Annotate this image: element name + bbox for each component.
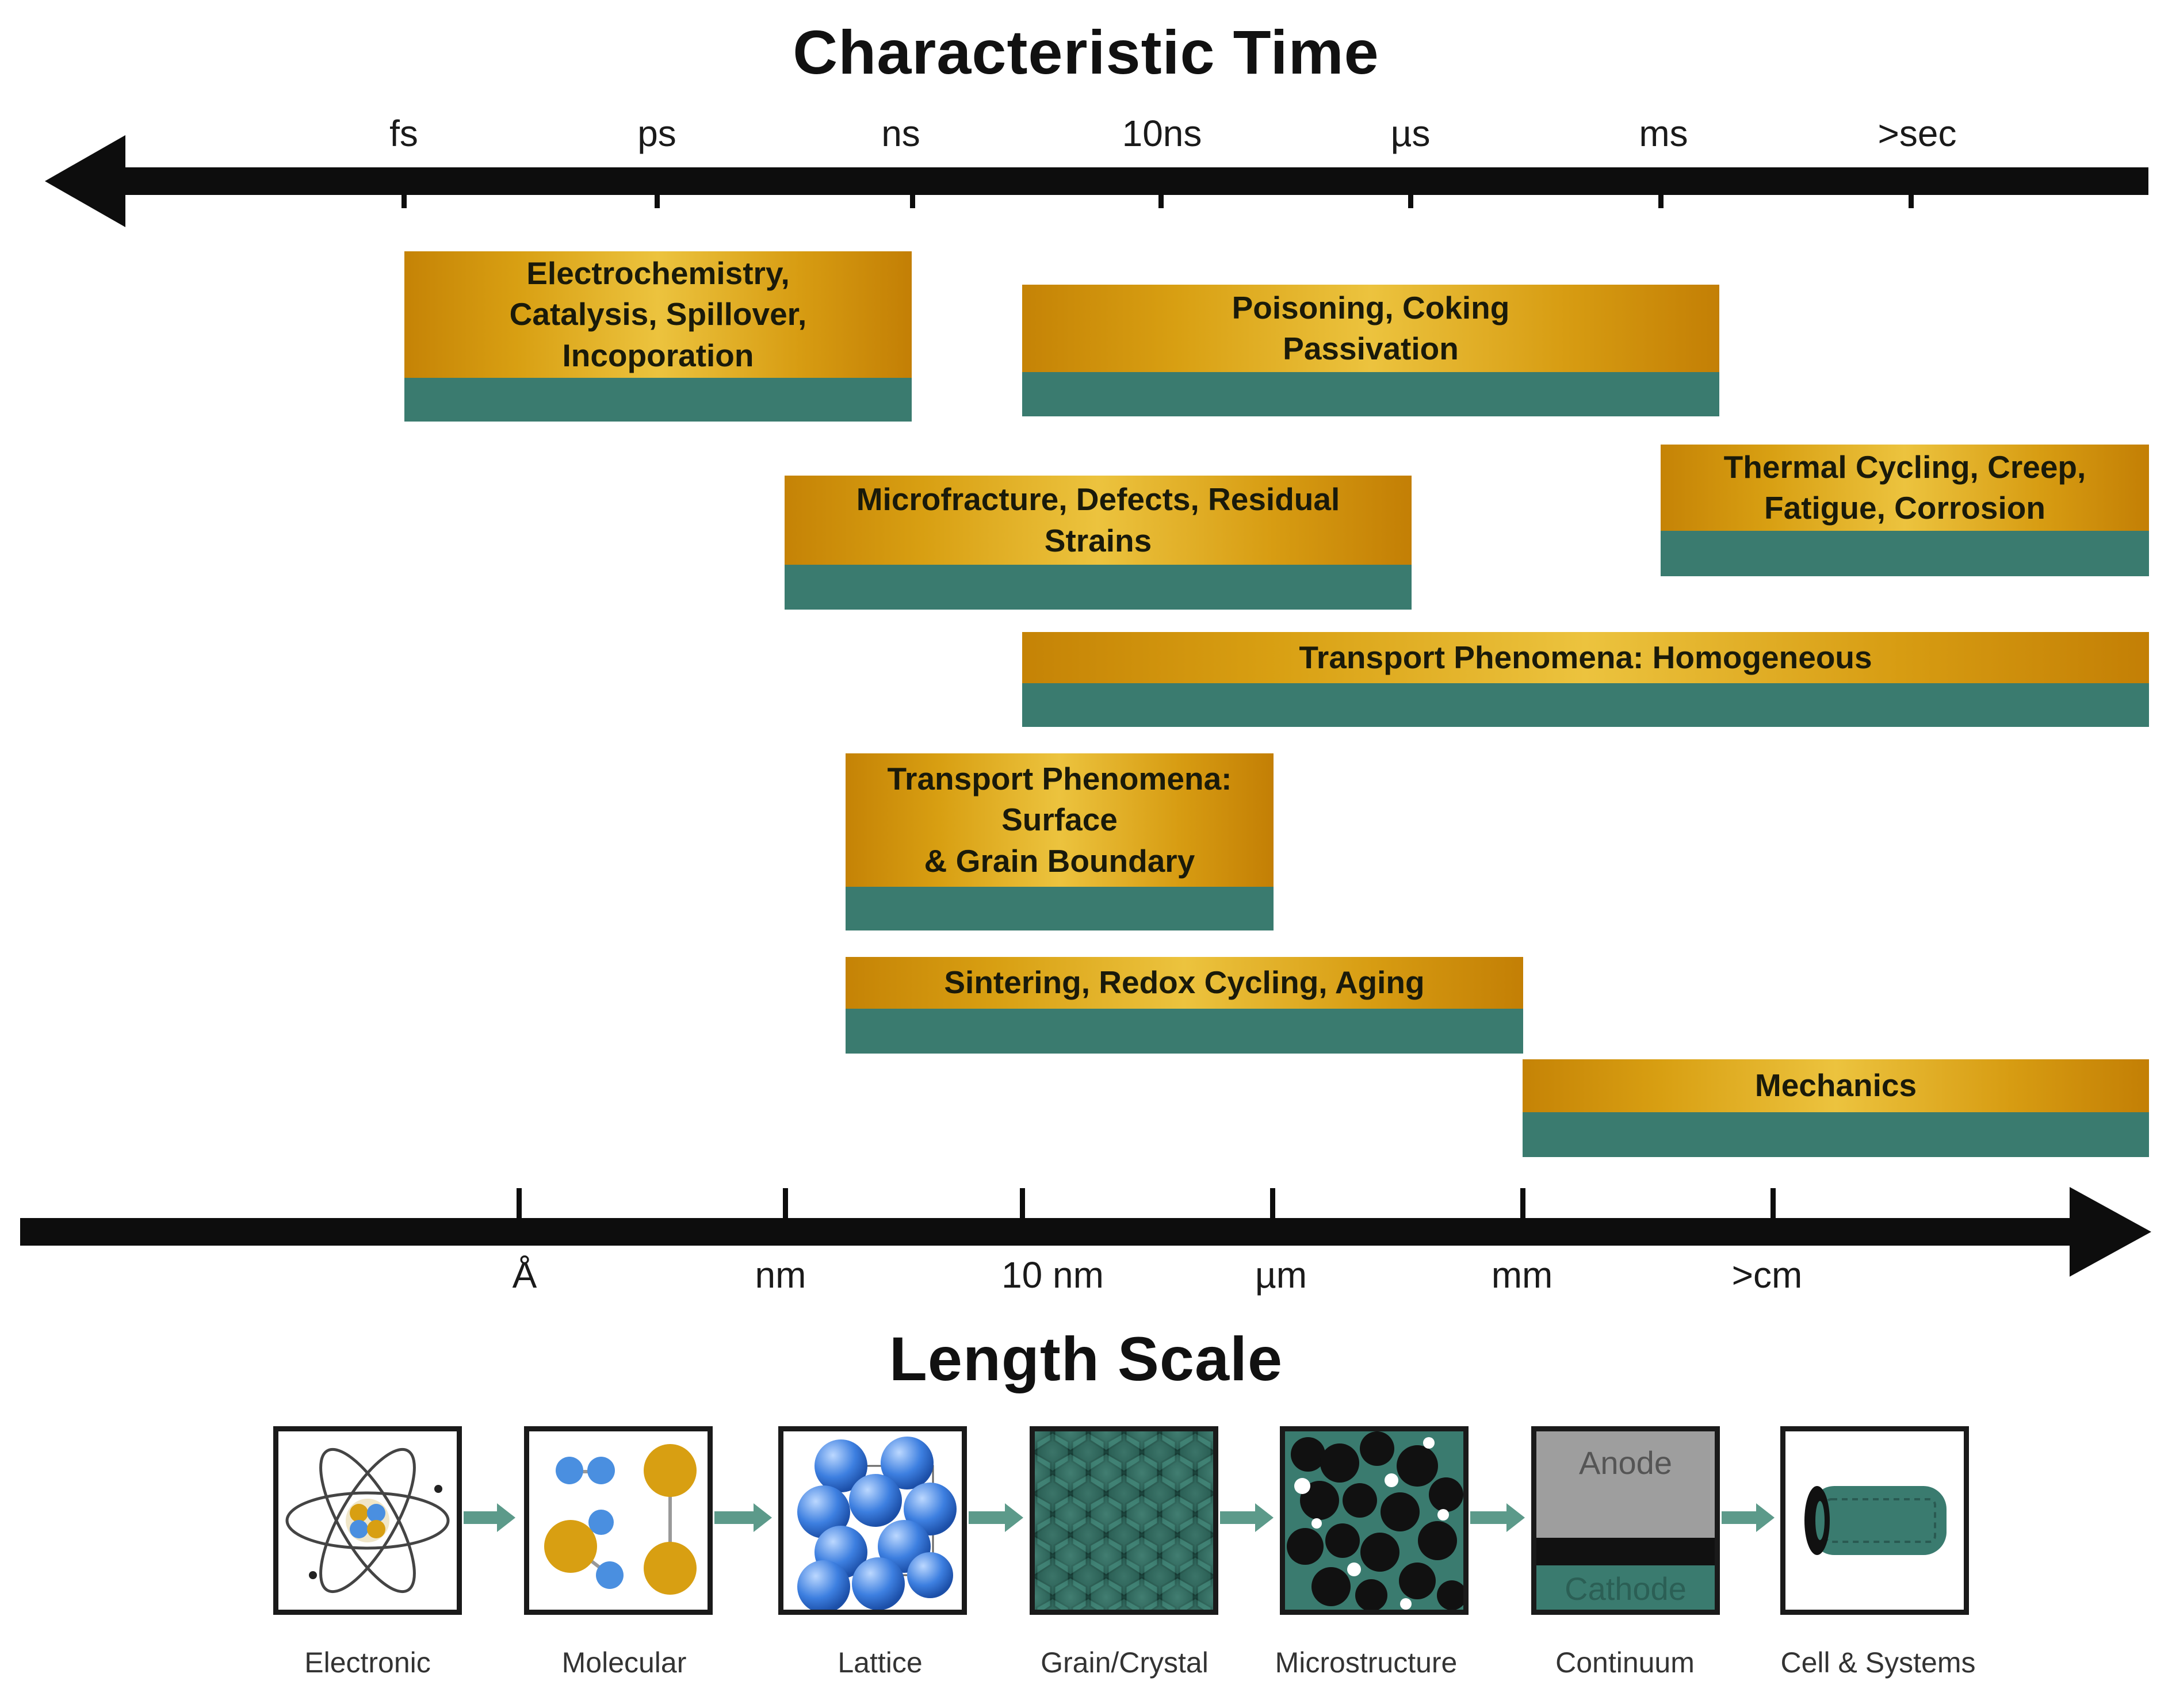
length-tick-label: nm — [755, 1254, 806, 1296]
phenomenon-bar-base — [1022, 372, 1719, 416]
time-axis-title: Characteristic Time — [793, 17, 1379, 87]
arrow-connector — [969, 1511, 1006, 1524]
scale-label-grain-crystal: Grain/Crystal — [1041, 1646, 1209, 1679]
phenomenon-bar-thermal-cycling: Thermal Cycling, Creep, Fatigue, Corrosi… — [1661, 445, 2149, 576]
arrow-connector — [714, 1511, 755, 1524]
time-tick-label: >sec — [1877, 113, 1957, 154]
arrow-connector-head — [1506, 1503, 1525, 1532]
arrow-connector — [1220, 1511, 1256, 1524]
time-tick — [1909, 173, 1914, 208]
time-tick-label: ms — [1639, 113, 1688, 154]
phenomenon-label: Mechanics — [1523, 1059, 2149, 1112]
time-tick-label: µs — [1390, 113, 1431, 154]
phenomenon-bar-microfracture: Microfracture, Defects, Residual Strains — [785, 476, 1412, 610]
time-tick — [1658, 173, 1664, 208]
phenomenon-bar-poisoning: Poisoning, Coking Passivation — [1022, 285, 1719, 416]
cell-icon — [1780, 1426, 1969, 1615]
phenomenon-bar-base — [785, 565, 1412, 610]
arrow-connector — [464, 1511, 498, 1524]
scale-label-molecular: Molecular — [561, 1646, 687, 1679]
phenomenon-bar-electrochemistry: Electrochemistry, Catalysis, Spillover, … — [404, 251, 912, 422]
phenomenon-label: Transport Phenomena: Surface & Grain Bou… — [846, 753, 1274, 887]
length-tick — [1771, 1188, 1776, 1224]
time-axis-arrowhead — [45, 135, 125, 227]
length-tick-label: 10 nm — [1001, 1254, 1104, 1296]
anode-layer: Anode — [1536, 1431, 1715, 1538]
length-axis-line — [20, 1218, 2079, 1246]
phenomenon-bar-transport-surface: Transport Phenomena: Surface & Grain Bou… — [846, 753, 1274, 930]
time-tick — [1408, 173, 1413, 208]
phenomenon-bar-base — [1661, 531, 2149, 576]
phenomenon-bar-sintering: Sintering, Redox Cycling, Aging — [846, 957, 1523, 1054]
phenomenon-label: Electrochemistry, Catalysis, Spillover, … — [404, 251, 912, 378]
arrow-connector-head — [1756, 1503, 1775, 1532]
phenomenon-label: Transport Phenomena: Homogeneous — [1022, 632, 2149, 683]
scale-label-continuum: Continuum — [1555, 1646, 1695, 1679]
length-tick-label: >cm — [1731, 1254, 1803, 1296]
phenomenon-bar-transport-homogeneous: Transport Phenomena: Homogeneous — [1022, 632, 2149, 727]
length-tick-label: mm — [1491, 1254, 1553, 1296]
phenomenon-label: Sintering, Redox Cycling, Aging — [846, 957, 1523, 1009]
length-axis-arrowhead — [2070, 1187, 2151, 1277]
length-tick — [1020, 1188, 1025, 1224]
time-tick-label: fs — [389, 113, 418, 154]
arrow-connector-head — [1005, 1503, 1023, 1532]
time-tick — [910, 173, 915, 208]
time-tick-label: 10ns — [1122, 113, 1202, 154]
phenomenon-bar-base — [846, 887, 1274, 930]
time-tick-label: ns — [881, 113, 920, 154]
atom-icon — [273, 1426, 462, 1615]
arrow-connector-head — [754, 1503, 772, 1532]
length-tick — [783, 1188, 788, 1224]
phenomenon-bar-base — [1523, 1112, 2149, 1157]
time-tick — [1158, 173, 1164, 208]
phenomenon-label: Thermal Cycling, Creep, Fatigue, Corrosi… — [1661, 445, 2149, 531]
grain-icon — [1030, 1426, 1218, 1615]
phenomenon-bar-mechanics: Mechanics — [1523, 1059, 2149, 1157]
cathode-layer: Cathode — [1536, 1565, 1715, 1610]
arrow-connector — [1722, 1511, 1757, 1524]
molecule-icon — [524, 1426, 713, 1615]
length-tick — [1520, 1188, 1525, 1224]
phenomenon-bar-base — [1022, 683, 2149, 727]
continuum-icon: Anode Cathode — [1531, 1426, 1720, 1615]
phenomenon-bar-base — [404, 378, 912, 422]
scale-label-cell-systems: Cell & Systems — [1780, 1646, 1976, 1679]
length-tick-label: µm — [1255, 1254, 1307, 1296]
scale-label-microstructure: Microstructure — [1275, 1646, 1458, 1679]
length-tick — [517, 1188, 522, 1224]
time-tick — [401, 173, 407, 208]
phenomenon-bar-base — [846, 1009, 1523, 1054]
time-tick-label: ps — [637, 113, 676, 154]
scale-label-lattice: Lattice — [838, 1646, 923, 1679]
microstructure-icon — [1280, 1426, 1469, 1615]
length-axis-title: Length Scale — [889, 1324, 1283, 1393]
time-axis-line — [118, 167, 2148, 195]
arrow-connector-head — [1255, 1503, 1274, 1532]
electrolyte-layer — [1536, 1538, 1715, 1565]
lattice-icon — [778, 1426, 967, 1615]
phenomenon-label: Microfracture, Defects, Residual Strains — [785, 476, 1412, 565]
arrow-connector — [1470, 1511, 1508, 1524]
arrow-connector-head — [497, 1503, 515, 1532]
length-tick-label: Å — [512, 1254, 537, 1296]
scale-label-electronic: Electronic — [304, 1646, 431, 1679]
time-tick — [655, 173, 660, 208]
length-tick — [1270, 1188, 1275, 1224]
phenomenon-label: Poisoning, Coking Passivation — [1022, 285, 1719, 372]
